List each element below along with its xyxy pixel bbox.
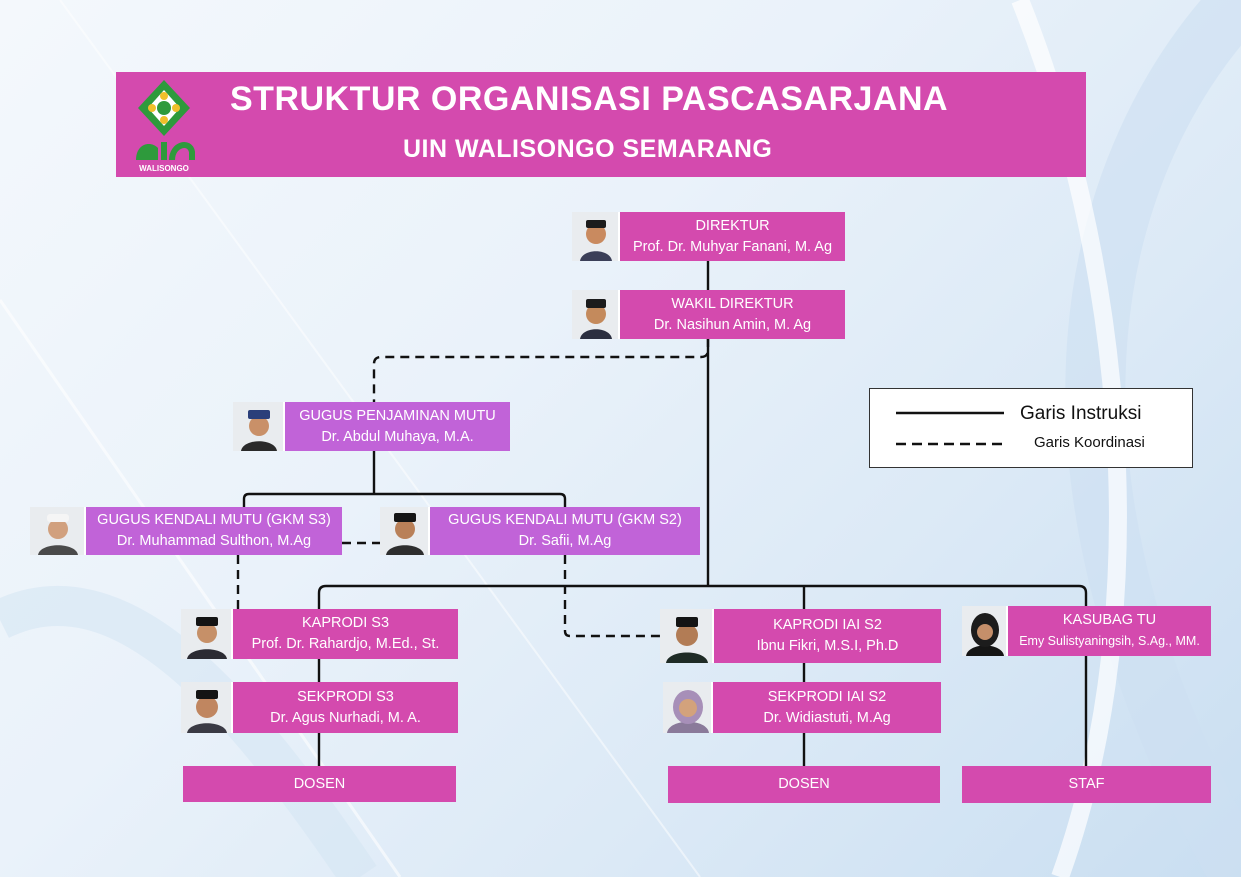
node-person-name: Prof. Dr. Rahardjo, M.Ed., St. — [251, 636, 440, 652]
person-photo-icon — [380, 507, 430, 555]
node-gkm-s3[interactable]: GUGUS KENDALI MUTU (GKM S3) Dr. Muhammad … — [30, 507, 342, 555]
node-role: KAPRODI S3 — [301, 615, 390, 631]
page-title: STRUKTUR ORGANISASI PASCASARJANA — [230, 80, 949, 118]
uin-walisongo-logo: WALISONGO — [136, 80, 195, 173]
node-person-name: Dr. Muhammad Sulthon, M.Ag — [116, 533, 312, 549]
node-person-name: Prof. Dr. Muhyar Fanani, M. Ag — [632, 238, 833, 255]
person-photo-icon — [233, 402, 285, 451]
node-role: WAKIL DIREKTUR — [671, 295, 794, 312]
node-person-name: Dr. Widiastuti, M.Ag — [763, 709, 891, 726]
logo-text: WALISONGO — [139, 164, 189, 173]
node-role: SEKPRODI S3 — [297, 688, 394, 705]
person-photo-icon — [663, 682, 713, 733]
node-role: KASUBAG TU — [1062, 612, 1157, 628]
node-person-name: Dr. Agus Nurhadi, M. A. — [270, 709, 421, 726]
person-photo-icon — [572, 212, 620, 261]
person-photo-icon — [660, 609, 714, 663]
node-gugus-penjaminan-mutu[interactable]: GUGUS PENJAMINAN MUTU Dr. Abdul Muhaya, M… — [233, 402, 510, 451]
node-dosen-s3[interactable]: DOSEN — [183, 766, 456, 802]
node-role: STAF — [1068, 776, 1105, 792]
dashed-line — [372, 338, 710, 402]
node-dosen-s2[interactable]: DOSEN — [668, 766, 940, 803]
node-sekprodi-iai-s2[interactable]: SEKPRODI IAI S2 Dr. Widiastuti, M.Ag — [663, 682, 941, 733]
legend-lines — [896, 411, 1004, 446]
node-role: GUGUS KENDALI MUTU (GKM S2) — [448, 512, 682, 528]
node-gkm-s2[interactable]: GUGUS KENDALI MUTU (GKM S2) Dr. Safii, M.… — [380, 507, 700, 555]
node-role: DOSEN — [778, 776, 830, 792]
node-kasubag-tu[interactable]: KASUBAG TU Emy Sulistyaningsih, S.Ag., MM… — [962, 606, 1211, 656]
solid-line — [242, 492, 567, 508]
solid-line — [317, 584, 1088, 766]
page-subtitle: UIN WALISONGO SEMARANG — [403, 135, 773, 163]
node-role: GUGUS KENDALI MUTU (GKM S3) — [97, 512, 331, 528]
header-banner — [116, 72, 1086, 177]
person-photo-icon — [572, 290, 620, 339]
node-role: DIREKTUR — [695, 217, 770, 234]
person-photo-icon — [962, 606, 1008, 656]
person-photo-icon — [30, 507, 86, 555]
person-photo-icon — [181, 609, 233, 659]
node-person-name: Ibnu Fikri, M.S.I, Ph.D — [756, 638, 899, 654]
node-direktur[interactable]: DIREKTUR Prof. Dr. Muhyar Fanani, M. Ag — [572, 212, 845, 261]
node-sekprodi-s3[interactable]: SEKPRODI S3 Dr. Agus Nurhadi, M. A. — [181, 682, 458, 733]
node-role: SEKPRODI IAI S2 — [767, 688, 887, 705]
node-wakil-direktur[interactable]: WAKIL DIREKTUR Dr. Nasihun Amin, M. Ag — [572, 290, 845, 339]
node-kaprodi-s3[interactable]: KAPRODI S3 Prof. Dr. Rahardjo, M.Ed., St. — [181, 609, 458, 659]
node-kaprodi-iai-s2[interactable]: KAPRODI IAI S2 Ibnu Fikri, M.S.I, Ph.D — [660, 609, 941, 663]
node-role: DOSEN — [293, 775, 346, 792]
node-person-name: Emy Sulistyaningsih, S.Ag., MM. — [1019, 634, 1200, 648]
node-person-name: Dr. Safii, M.Ag — [518, 533, 612, 549]
legend-dashed-label: Garis Koordinasi — [1034, 434, 1145, 451]
node-person-name: Dr. Nasihun Amin, M. Ag — [653, 316, 812, 333]
legend: Garis Instruksi Garis Koordinasi — [869, 388, 1193, 468]
legend-solid-label: Garis Instruksi — [1020, 403, 1142, 424]
node-person-name: Dr. Abdul Muhaya, M.A. — [321, 428, 474, 445]
dashed-line — [563, 555, 660, 638]
node-role: GUGUS PENJAMINAN MUTU — [299, 407, 496, 424]
node-role: KAPRODI IAI S2 — [773, 617, 882, 633]
person-photo-icon — [181, 682, 233, 733]
node-staf[interactable]: STAF — [962, 766, 1211, 803]
